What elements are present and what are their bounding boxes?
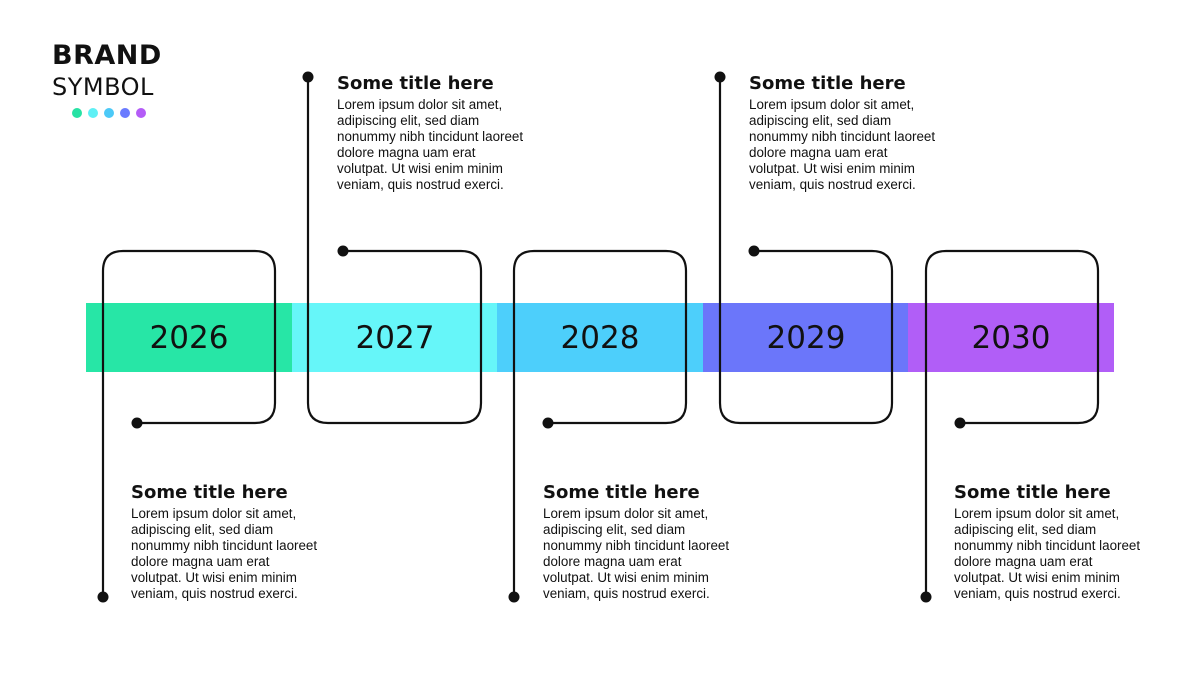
milestone-description: Lorem ipsum dolor sit amet, adipiscing e… (337, 97, 524, 192)
connector-dot (954, 417, 966, 429)
year-label: 2026 (149, 319, 229, 356)
milestone-card-2028: Some title here Lorem ipsum dolor sit am… (543, 482, 783, 602)
brand-dots (72, 108, 162, 118)
connector-dot (920, 591, 932, 603)
milestone-card-2030: Some title here Lorem ipsum dolor sit am… (954, 482, 1194, 602)
connector-dot (542, 417, 554, 429)
year-band-2026: 2026 (86, 303, 292, 372)
milestone-title: Some title here (131, 482, 288, 503)
year-band-2030: 2030 (908, 303, 1114, 372)
year-label: 2027 (355, 319, 435, 356)
brand-dot (136, 108, 146, 118)
connector-dot (748, 245, 760, 257)
milestone-title: Some title here (337, 73, 494, 94)
year-band-2028: 2028 (497, 303, 703, 372)
year-band-2027: 2027 (292, 303, 498, 372)
year-label: 2028 (560, 319, 640, 356)
milestone-description: Lorem ipsum dolor sit amet, adipiscing e… (131, 506, 318, 601)
year-label: 2030 (971, 319, 1051, 356)
brand-dot (120, 108, 130, 118)
milestone-card-2026: Some title here Lorem ipsum dolor sit am… (131, 482, 371, 602)
connector-dot (131, 417, 143, 429)
milestone-description: Lorem ipsum dolor sit amet, adipiscing e… (543, 506, 730, 601)
year-band-2029: 2029 (703, 303, 909, 372)
year-label: 2029 (766, 319, 846, 356)
connector-dot (508, 591, 520, 603)
brand-name: BRAND (52, 40, 162, 71)
milestone-title: Some title here (543, 482, 700, 503)
connector-dot (302, 71, 314, 83)
milestone-description: Lorem ipsum dolor sit amet, adipiscing e… (954, 506, 1141, 601)
brand-dot (88, 108, 98, 118)
connector-dot (714, 71, 726, 83)
milestone-card-2027: Some title here Lorem ipsum dolor sit am… (337, 73, 577, 193)
milestone-description: Lorem ipsum dolor sit amet, adipiscing e… (749, 97, 936, 192)
connector-dot (337, 245, 349, 257)
brand-dot (104, 108, 114, 118)
brand-dot (72, 108, 82, 118)
milestone-card-2029: Some title here Lorem ipsum dolor sit am… (749, 73, 989, 193)
milestone-title: Some title here (749, 73, 906, 94)
milestone-title: Some title here (954, 482, 1111, 503)
connector-dot (97, 591, 109, 603)
brand-logo: BRAND SYMBOL (52, 40, 162, 118)
brand-subname: SYMBOL (52, 73, 154, 101)
